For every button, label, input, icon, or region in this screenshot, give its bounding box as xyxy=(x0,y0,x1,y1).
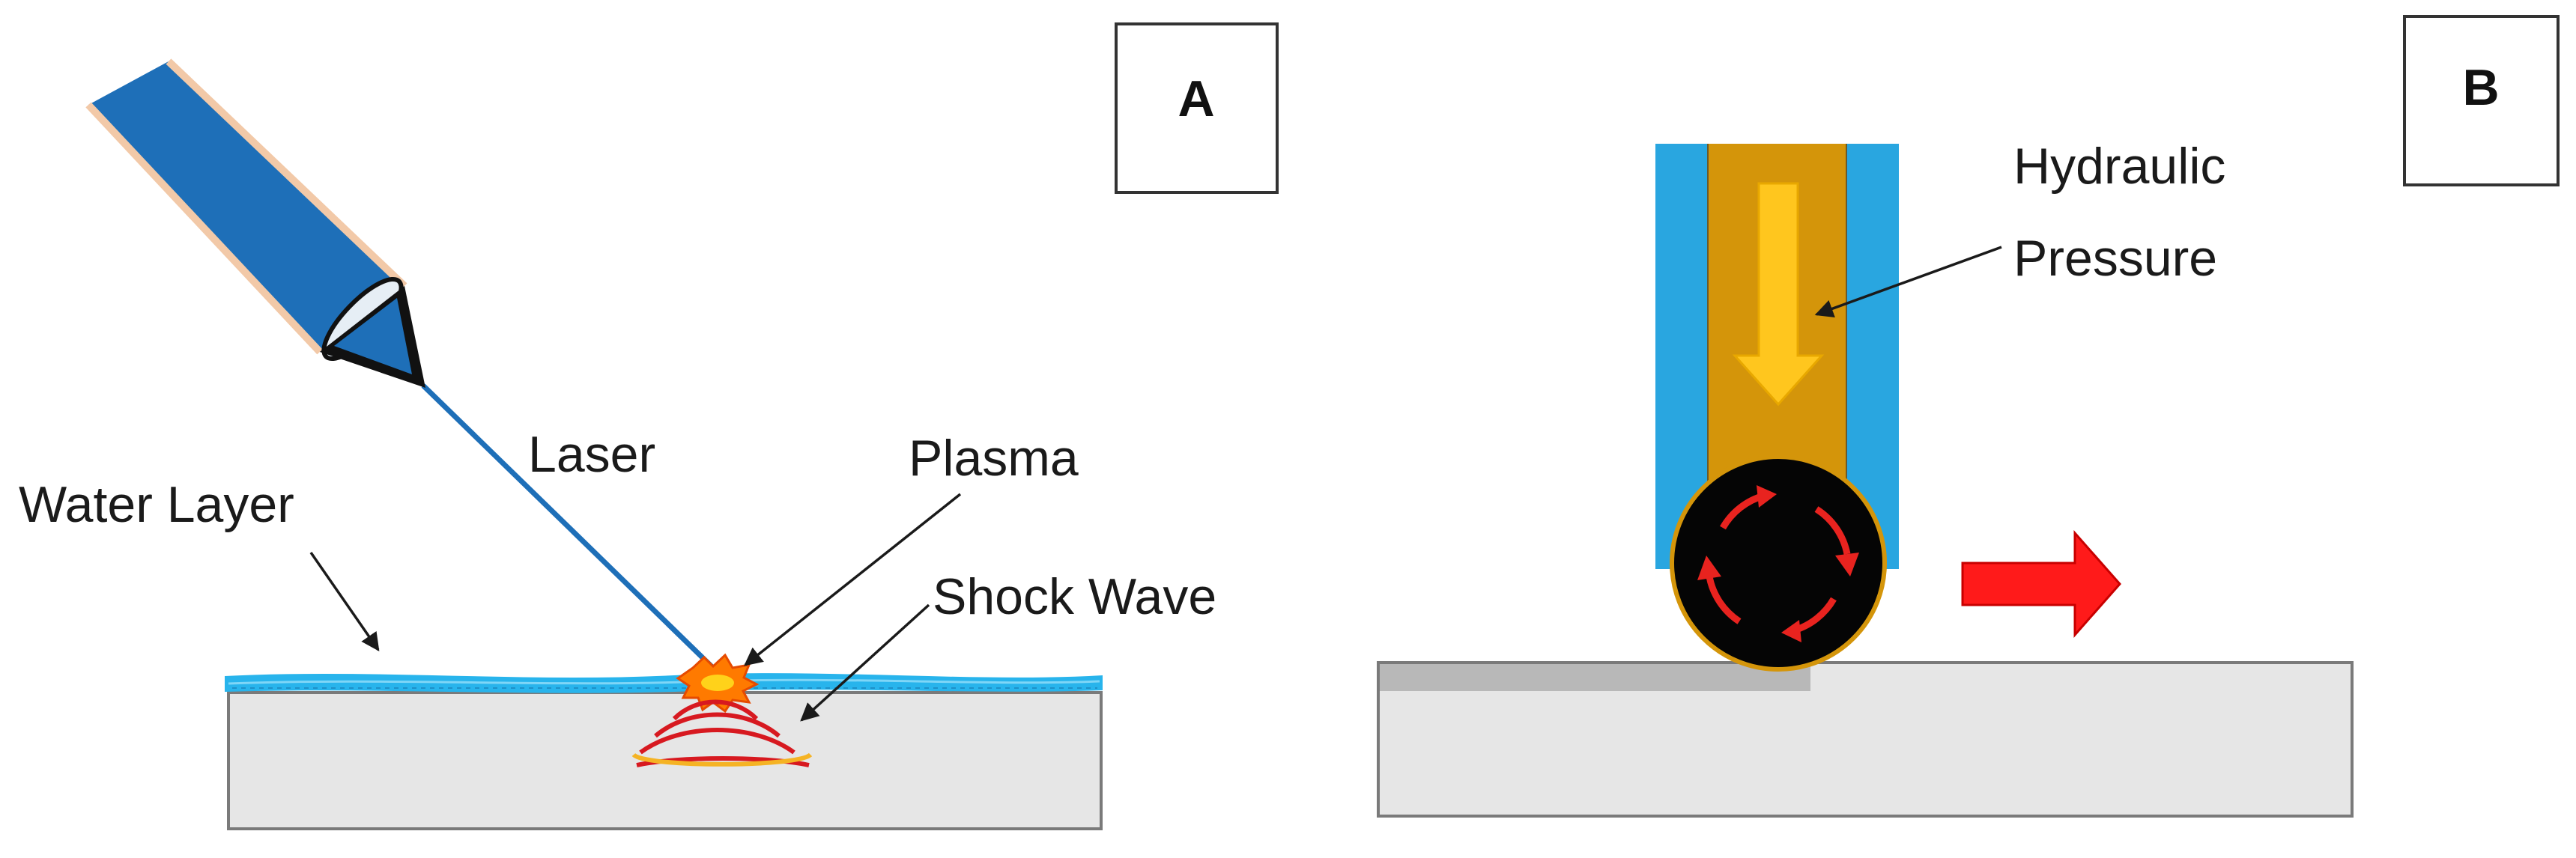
right-arrow-icon xyxy=(1961,530,2122,638)
panel-a: A xyxy=(19,22,1279,830)
laser-head-icon xyxy=(85,58,425,388)
panel-a-label: A xyxy=(1178,70,1214,127)
hydraulic-label: Hydraulic xyxy=(2013,138,2225,195)
roller-ball-icon xyxy=(1670,454,1887,672)
panel-b: B Hydraulic Pressure xyxy=(1377,15,2560,818)
water-layer-leader xyxy=(309,552,380,652)
pressure-arrow xyxy=(1732,182,1825,407)
laser-label: Laser xyxy=(528,426,655,483)
hydraulic-pressure-leader xyxy=(1814,246,2002,317)
shock-wave-leader xyxy=(800,603,930,722)
plasma-burst xyxy=(676,653,760,714)
pressure-label: Pressure xyxy=(2013,230,2217,287)
shock-waves xyxy=(631,699,813,767)
panel-b-label-box: B xyxy=(2403,15,2560,186)
water-layer xyxy=(225,673,1103,693)
plasma-leader xyxy=(744,493,962,666)
plasma-label: Plasma xyxy=(909,430,1079,487)
treated-zone xyxy=(1380,664,1810,691)
panel-a-label-box: A xyxy=(1115,22,1279,194)
water-layer-label: Water Layer xyxy=(19,476,294,533)
laser-beam xyxy=(421,383,718,672)
panel-b-label: B xyxy=(2462,59,2499,116)
shock-wave-label: Shock Wave xyxy=(933,568,1216,625)
